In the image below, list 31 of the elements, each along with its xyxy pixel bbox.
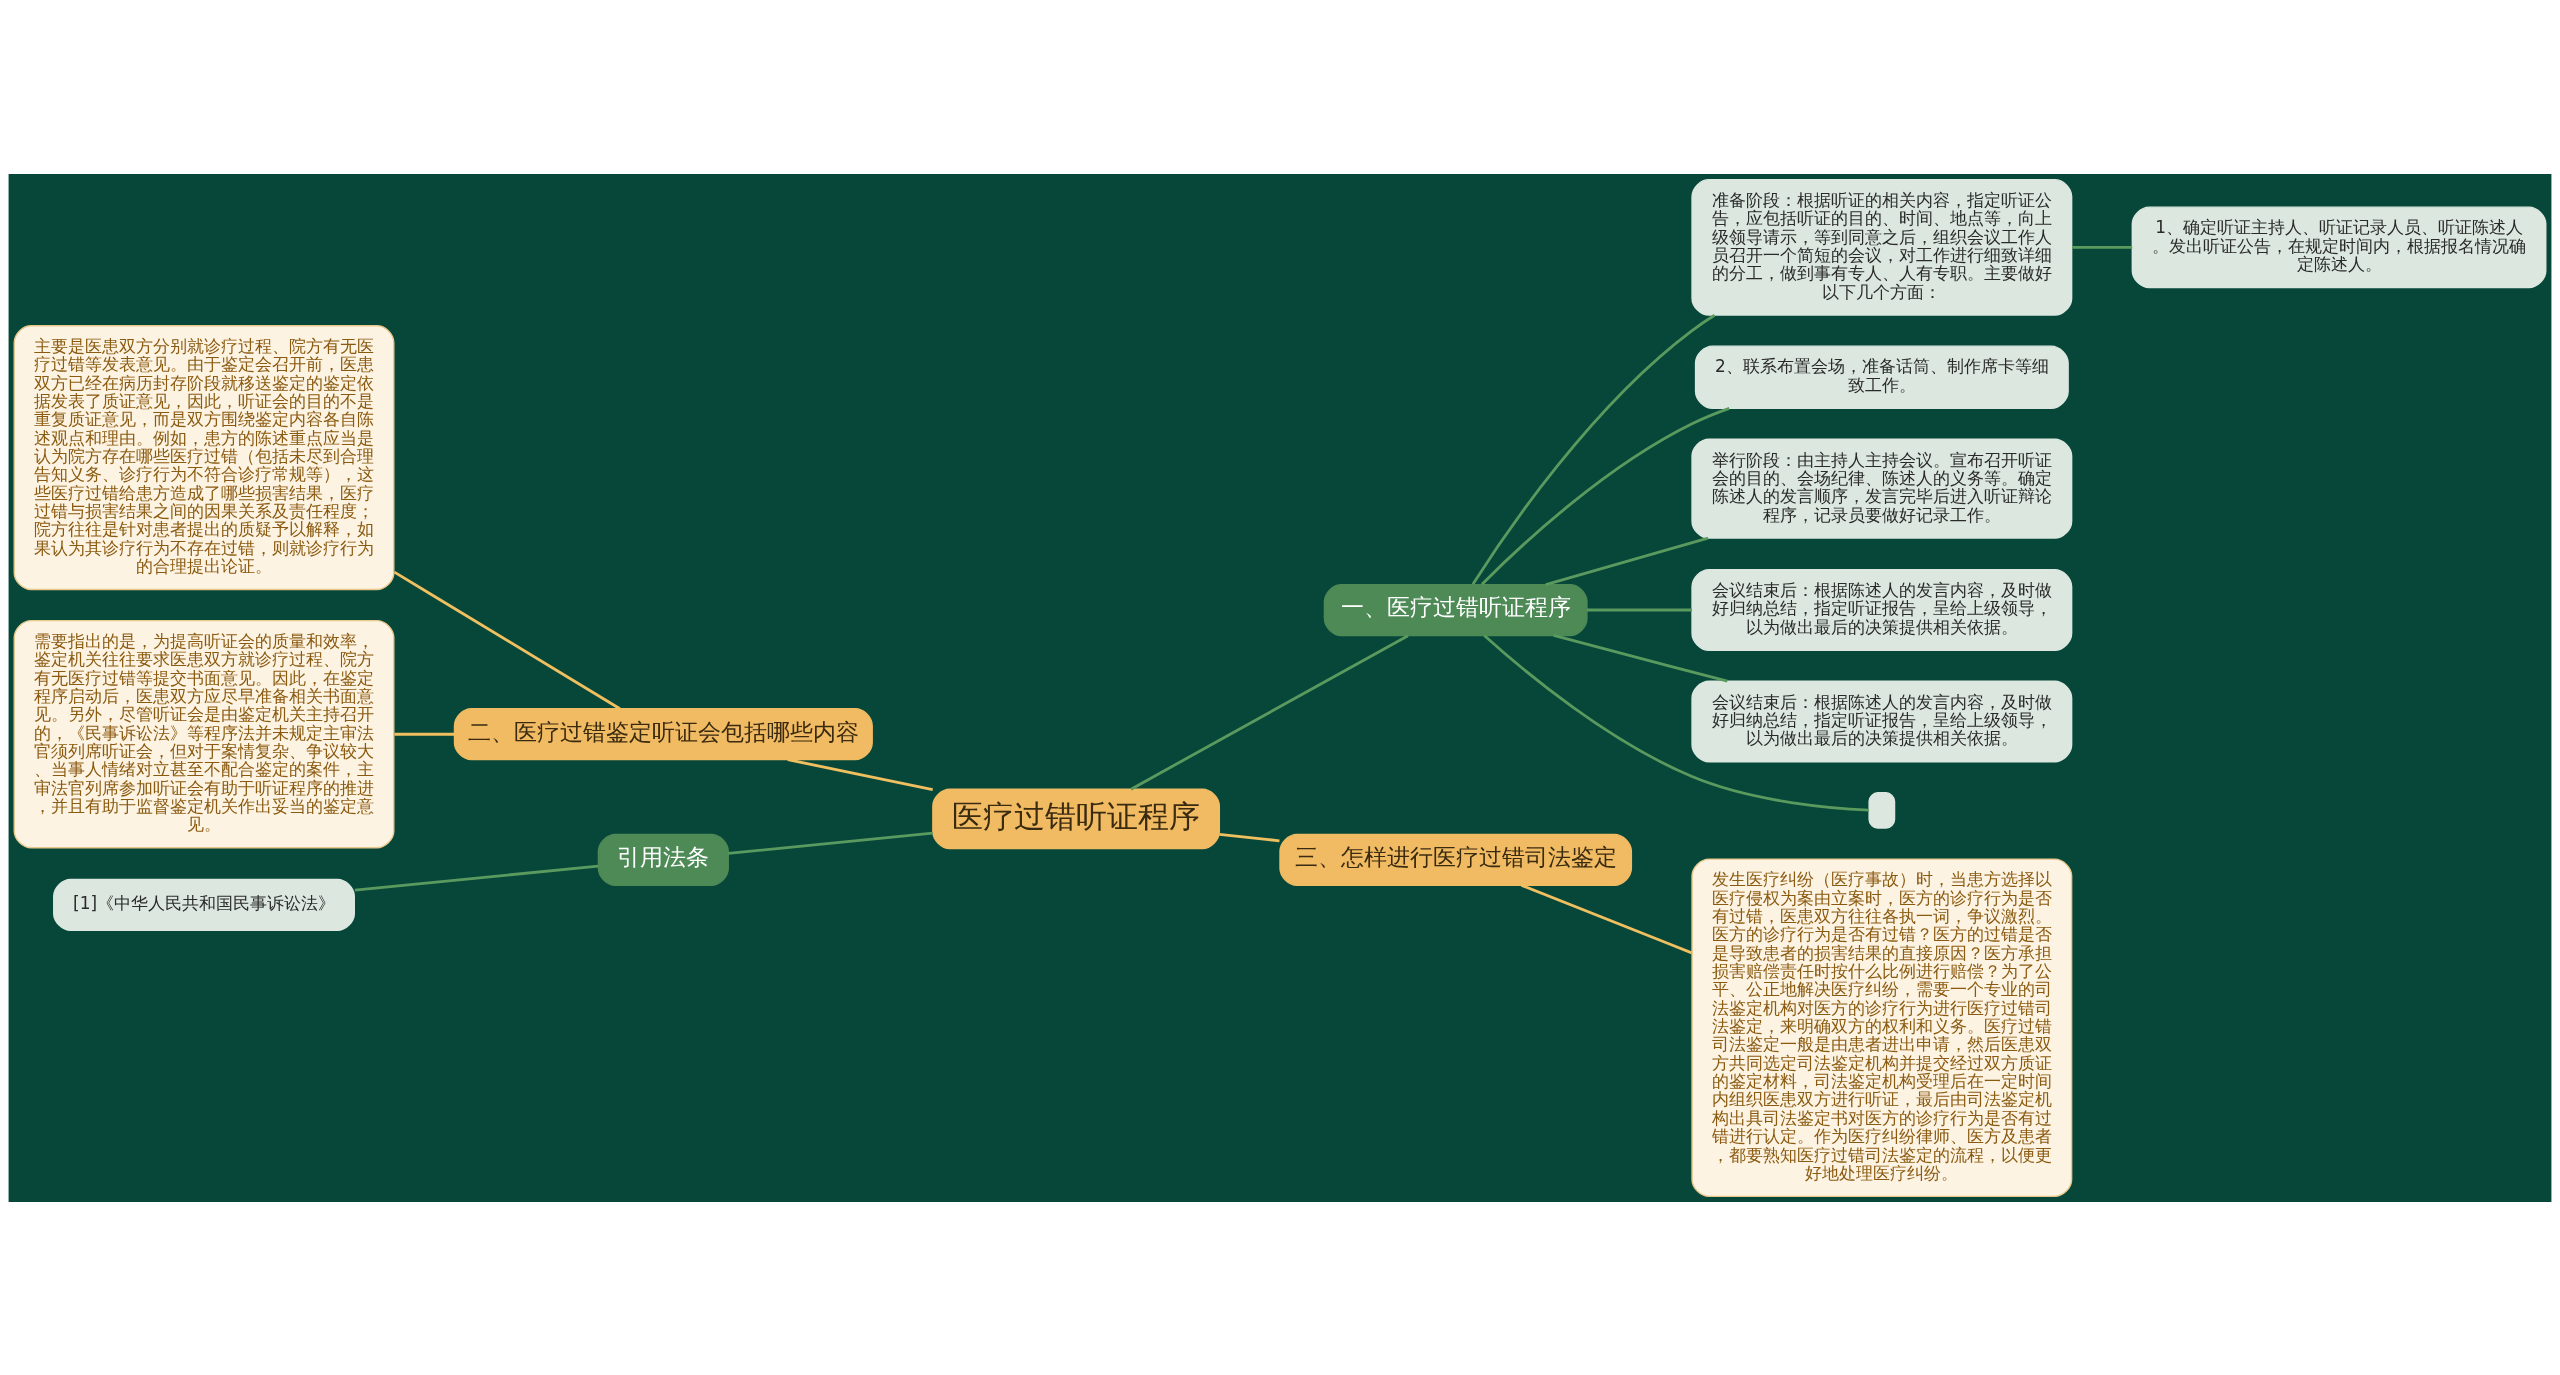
connector: [393, 570, 621, 710]
node-box: 会议结束后：根据陈述人的发言内容，及时做好归纳总结，指定听证报告，呈给上级领导，以为做出最后的决策提供相关依据。: [1691, 680, 2073, 762]
connector: [1130, 633, 1409, 790]
node-box: [1868, 791, 1896, 829]
connector: [2072, 245, 2133, 249]
node-box: 准备阶段：根据听证的相关内容，指定听证公告，应包括听证的目的、时间、地点等，向上级领导请示，等到同意之后，组织会议工作人员召开一个简短的会议，对工作进行细致详细的分工，做到事有专人、人有专职。主要做好以下几个方面：: [1691, 178, 2073, 316]
node-box: 主要是医患双方分别就诊疗过程、院方有无医疗过错等发表意见。由于鉴定会召开前，医患双方已经在病历封存阶段就移送鉴定的鉴定依据发表了质证意见，因此，听证会的目的不是重复质证意见，而是双方围绕鉴定内容各自陈述观点和理由。例如，患方的陈述重点应当是认为院方存在哪些医疗过错（包括未尽到合理告知义务、诊疗行为不符合诊疗常规等），这些医疗过错给患方造成了哪些损害结果，医疗过错与损害结果之间的因果关系及责任程度；院方往往是针对患者提出的质疑予以解释，如果认为其诊疗行为不存在过错，则就诊疗行为的合理提出论证。: [13, 324, 395, 590]
connector: [354, 864, 599, 892]
node-box: 医疗过错听证程序: [932, 788, 1221, 849]
connector: [394, 732, 455, 736]
node-box: 一、医疗过错听证程序: [1323, 583, 1588, 636]
node-box: 发生医疗纠纷（医疗事故）时，当患方选择以医疗侵权为案由立案时，医方的诊疗行为是否有过错，医患双方往往各执一词，争议激烈。医方的诊疗行为是否有过错？医方的过错是否是导致患者的损害结果的直接原因？医方承担损害赔偿责任时按什么比例进行赔偿？为了公平、公正地解决医疗纠纷，需要一个专业的司法鉴定机构对医方的诊疗行为进行医疗过错司法鉴定，来明确双方的权利和义务。医疗过错司法鉴定一般是由患者进出申请，然后医患双方共同选定司法鉴定机构并提交经过双方质证的鉴定材料，司法鉴定机构受理后在一定时间内组织医患双方进行听证，最后由司法鉴定机构出具司法鉴定书对医方的诊疗行为是否有过错进行认定。作为医疗纠纷律师、医方及患者，都要熟知医疗过错司法鉴定的流程，以便更好地处理医疗纠纷。: [1691, 857, 2073, 1197]
connector: [1219, 832, 1280, 842]
connector: [1545, 536, 1709, 586]
node-box: 需要指出的是，为提高听证会的质量和效率，鉴定机关往往要求医患双方就诊疗过程、院方有无医疗过错等提交书面意见。因此，在鉴定程序启动后，医患双方应尽早准备相关书面意见。另外，尽管听证会是由鉴定机关主持召开的，《民事诉讼法》等程序法并未规定主审法官须列席听证会，但对于案情复杂、争议较大、当事人情绪对立甚至不配合鉴定的案件，主审法官列席参加听证会有助于听证程序的推进，并且有助于监督鉴定机关作出妥当的鉴定意见。: [13, 619, 395, 848]
connector: [787, 757, 933, 791]
connector: [728, 831, 933, 855]
node-box: 1、确定听证主持人、听证记录人员、听证陈述人。发出听证公告，在规定时间内，根据报名情况确定陈述人。: [2131, 205, 2547, 288]
connector: [1483, 633, 1869, 811]
node-box: 三、怎样进行医疗过错司法鉴定: [1279, 833, 1633, 886]
node-box: 二、医疗过错鉴定听证会包括哪些内容: [453, 707, 873, 760]
node-box: 引用法条: [597, 833, 729, 886]
connector: [1587, 608, 1692, 611]
node-box: 举行阶段：由主持人主持会议。宣布召开听证会的目的、会场纪律、陈述人的义务等。确定陈述人的发言顺序，发言完毕后进入听证辩论程序，记录员要做好记录工作。: [1691, 438, 2073, 539]
connector: [1520, 883, 1693, 954]
connector: [1553, 633, 1728, 683]
node-box: 会议结束后：根据陈述人的发言内容，及时做好归纳总结，指定听证报告，呈给上级领导，以为做出最后的决策提供相关依据。: [1691, 568, 2073, 651]
connector: [1471, 313, 1716, 585]
connector: [1481, 406, 1730, 585]
node-box: 2、联系布置会场，准备话筒、制作席卡等细致工作。: [1694, 344, 2069, 409]
node-box: [1]《中华人民共和国民事诉讼法》: [53, 878, 355, 931]
